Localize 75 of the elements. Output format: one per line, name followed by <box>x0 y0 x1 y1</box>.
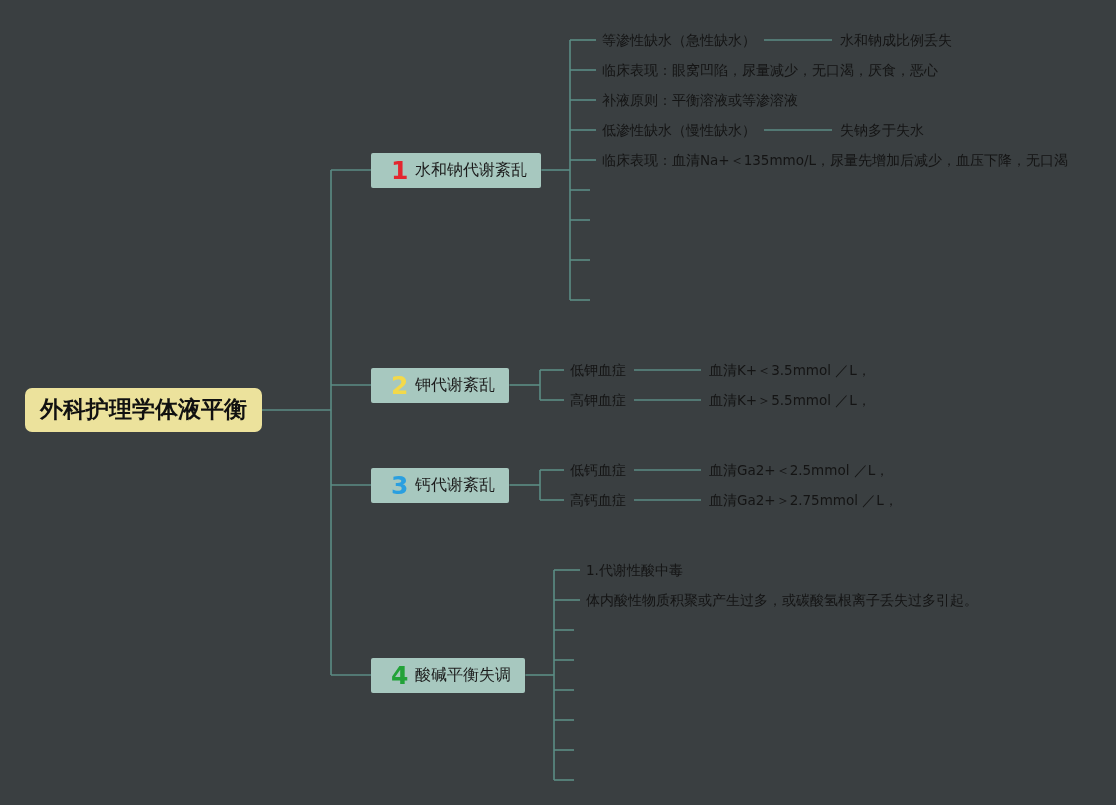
connector-line <box>539 399 565 401</box>
connector-line <box>553 659 555 676</box>
main-topic-label: 水和钠代谢紊乱 <box>415 160 528 180</box>
connector-line <box>553 674 555 691</box>
connector-line <box>539 369 541 386</box>
central-topic-box <box>25 388 262 432</box>
connector-line <box>553 599 581 601</box>
connector-line <box>553 779 575 781</box>
connector-line <box>569 129 571 161</box>
connector-line <box>569 259 591 261</box>
connector-line <box>553 629 575 631</box>
main-topic-box <box>371 367 510 403</box>
connector-line <box>569 69 571 101</box>
connector-line <box>539 369 565 371</box>
connector-line <box>569 169 571 191</box>
connector-line <box>539 469 541 486</box>
connector-line <box>569 129 597 131</box>
connector-line <box>330 384 332 411</box>
connector-line <box>553 749 555 781</box>
connector-line <box>569 189 591 191</box>
connector-line <box>508 384 541 386</box>
main-topic-box <box>371 657 526 693</box>
connector-line <box>553 629 555 661</box>
connector-line <box>553 689 555 721</box>
connector-line <box>330 674 372 676</box>
connector-line <box>569 189 571 221</box>
connector-line <box>569 69 597 71</box>
main-topic-box <box>371 152 542 188</box>
connector-line <box>569 159 571 171</box>
connector-line <box>553 569 581 571</box>
connector-line <box>569 159 597 161</box>
connector-line <box>569 219 571 261</box>
connector-line <box>569 39 597 41</box>
connector-line <box>553 659 575 661</box>
connector-line <box>330 484 332 676</box>
priority-number: 1 <box>391 157 409 183</box>
connector-line <box>569 219 591 221</box>
connector-line <box>553 719 555 751</box>
connector-line <box>330 384 372 386</box>
connector-line <box>569 99 571 131</box>
connector-line <box>553 749 575 751</box>
priority-number: 4 <box>391 662 409 688</box>
priority-number: 2 <box>391 372 409 398</box>
connector-line <box>539 484 541 501</box>
connector-line <box>553 689 575 691</box>
connector-line <box>524 674 555 676</box>
main-topic-label: 钙代谢紊乱 <box>415 475 496 495</box>
connector-line <box>633 399 702 401</box>
connector-line <box>763 39 833 41</box>
connector-line <box>261 409 332 411</box>
priority-number: 3 <box>391 472 409 498</box>
connector-line <box>569 39 571 71</box>
connector-line <box>330 484 372 486</box>
connector-line <box>539 499 565 501</box>
connector-line <box>569 259 571 301</box>
connector-line <box>569 299 591 301</box>
main-topic-label: 酸碱平衡失调 <box>415 665 512 685</box>
connector-line <box>540 169 571 171</box>
connector-line <box>633 369 702 371</box>
connector-line <box>633 499 702 501</box>
connector-line <box>553 719 575 721</box>
connector-line <box>539 469 565 471</box>
connector-line <box>763 129 833 131</box>
central-topic-label: 外科护理学体液平衡 <box>40 396 247 424</box>
connector-line <box>330 409 332 486</box>
connector-line <box>553 599 555 631</box>
connector-line <box>539 384 541 401</box>
connector-line <box>569 99 597 101</box>
main-topic-label: 钾代谢紊乱 <box>415 375 496 395</box>
connector-line <box>553 569 555 601</box>
connector-line <box>330 169 372 171</box>
main-topic-box <box>371 467 510 503</box>
connector-line <box>508 484 541 486</box>
connector-line <box>633 469 702 471</box>
connector-line <box>330 169 332 386</box>
